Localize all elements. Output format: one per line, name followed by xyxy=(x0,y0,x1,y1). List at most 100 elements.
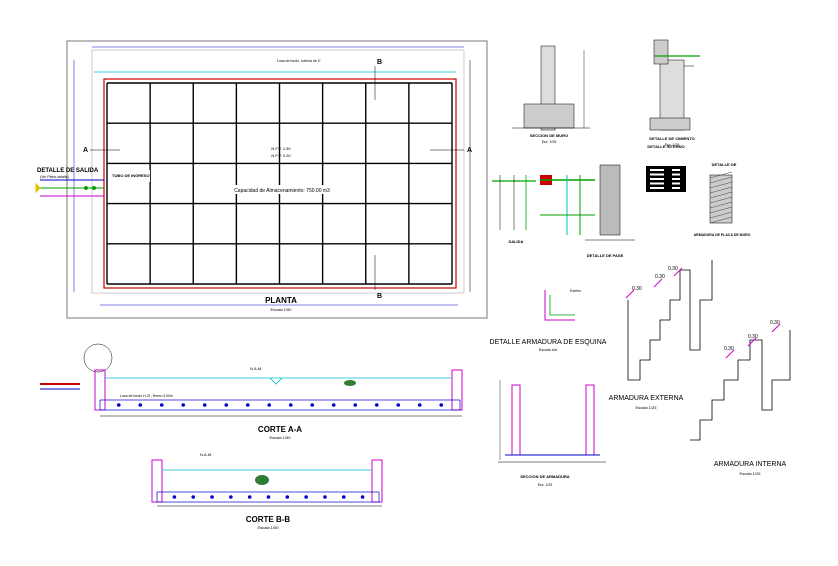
cut-tick xyxy=(653,278,663,288)
hatch-line xyxy=(709,206,733,214)
schedule-row xyxy=(650,169,664,171)
rebar-dot xyxy=(285,495,290,499)
cut-mark-a-right: A xyxy=(467,147,472,154)
wall-detail-2: DETALLE DE CIMIENTO Esc. 1/25 xyxy=(649,39,700,147)
pipe-detail-wall xyxy=(599,164,621,236)
schedule-row xyxy=(650,178,664,180)
rebar-dot xyxy=(304,495,308,499)
section-b-stone xyxy=(255,475,269,485)
rebar-dot xyxy=(266,495,271,499)
rebar-dot xyxy=(159,403,164,407)
corner-title: DETALLE ARMADURA DE ESQUINA xyxy=(490,339,607,346)
section-b-title: CORTE B-B xyxy=(246,515,291,524)
section-a-slab xyxy=(99,399,461,411)
rebar-dot xyxy=(267,403,272,407)
rebar-dot xyxy=(224,403,229,407)
wall-armature-title: SECCION DE ARMADURA xyxy=(520,474,570,479)
wall-armature-scale: Esc. 1/25 xyxy=(538,483,553,487)
schedule-cell xyxy=(672,178,680,180)
cut-mark-a-left: A xyxy=(83,147,88,154)
cut-tick xyxy=(673,267,683,277)
schedule-sub-title-2: ARMADURA DE PLACA DE MURO xyxy=(694,233,751,237)
tank-outline xyxy=(103,78,457,289)
wall-1-scale: Esc. 1/25 xyxy=(542,140,557,144)
hatch-line xyxy=(709,216,733,224)
schedule-row xyxy=(650,173,664,176)
wall-armature-section: SECCION DE ARMADURA Esc. 1/25 xyxy=(498,380,606,487)
cut-mark-b-top: B xyxy=(377,59,382,66)
plan-scale: Escala 1/50 xyxy=(271,307,293,312)
schedule-row xyxy=(650,182,664,185)
cut-tick xyxy=(747,337,757,347)
hatch-line xyxy=(709,211,733,219)
internal-armature-title: ARMADURA INTERNA xyxy=(714,461,787,468)
rebar-dot xyxy=(374,403,379,407)
cut-mark-b-bottom: B xyxy=(377,293,382,300)
cut-tick xyxy=(625,289,635,299)
schedule-cell xyxy=(672,182,680,185)
rebar-dot xyxy=(341,495,346,499)
rebar-dot xyxy=(116,403,121,407)
hatch-line xyxy=(709,201,733,209)
plan-center-label-1: N.F.P. 1.50 xyxy=(271,146,291,151)
rebar-dot xyxy=(245,403,250,407)
section-b-right-wall xyxy=(371,459,383,503)
section-b-water-label: N.A.M. xyxy=(200,452,212,457)
rebar-dot xyxy=(353,403,358,407)
plan-title: PLANTA xyxy=(265,296,297,305)
hatched-column: DETALLE DE ARMADURA DE PLACA DE MURO xyxy=(694,162,751,237)
rebar-dot xyxy=(138,403,143,407)
section-a-right-wall xyxy=(451,369,463,411)
section-a-water-label: N.A.M. xyxy=(250,366,262,371)
section-b-slab xyxy=(156,491,380,503)
schedule-table: DETALLE INTERNO xyxy=(646,144,686,192)
schedule-rows xyxy=(650,169,680,189)
rebar-dot xyxy=(247,495,252,499)
hatch-line xyxy=(709,181,733,189)
external-armature-title: ARMADURA EXTERNA xyxy=(609,395,684,402)
rebar-dot xyxy=(229,495,233,499)
rebar-dot xyxy=(210,495,214,499)
corner-detail: Estribo DETALLE ARMADURA DE ESQUINA Esca… xyxy=(490,289,607,352)
hatch-line xyxy=(709,196,733,204)
plan-outer-line xyxy=(91,49,465,294)
dim-label-6: 0.30 xyxy=(770,320,780,326)
internal-armature-profile xyxy=(690,330,791,441)
schedule-cell xyxy=(672,169,680,171)
section-a-rebars xyxy=(116,403,444,407)
cut-tick xyxy=(725,349,735,359)
rebar-dot xyxy=(191,495,196,499)
pipe-title: SALIDA xyxy=(509,239,524,244)
detail-outlet-sublabel: (Ver Plano detalle) xyxy=(40,175,69,179)
rebar-dot xyxy=(172,495,177,499)
detail-outlet-label: DETALLE DE SALIDA xyxy=(37,168,99,174)
external-armature-profile xyxy=(627,260,713,381)
plan-grid xyxy=(106,82,453,285)
corner-scale: Escala s/e xyxy=(539,347,558,352)
cut-tick xyxy=(771,323,781,333)
rebar-dot xyxy=(396,403,401,407)
wall-detail-1: SECCION DE MURO Esc. 1/25 xyxy=(512,45,590,144)
dim-label-4: 0.30 xyxy=(724,346,734,352)
wall-1-title: SECCION DE MURO xyxy=(530,133,568,138)
corner-note: Estribo xyxy=(570,289,581,293)
external-armature-scale: Escala 1/25 xyxy=(636,405,658,410)
section-b-b: N.A.M. CORTE B-B Escala 1/50 xyxy=(151,452,383,530)
section-a-bottom-note: Losa de fondo H-21, Hmm=3.00m xyxy=(120,394,173,398)
rebar-dot xyxy=(331,403,336,407)
hatch-line xyxy=(709,171,733,179)
section-b-scale: Escala 1/50 xyxy=(258,525,280,530)
rebar-dot xyxy=(417,403,422,407)
rebar-dot xyxy=(288,403,293,407)
capacity-label: Capacidad de Almacenamiento: 750.00 m3 xyxy=(234,188,330,194)
rebar-dot xyxy=(202,403,207,407)
dim-label-1: 0.30 xyxy=(632,286,642,292)
section-a-stone xyxy=(344,380,356,386)
schedule-cell xyxy=(672,187,680,189)
plan-view: DETALLE DE SALIDA (Ver Plano detalle) TU… xyxy=(35,40,488,319)
schedule-cell xyxy=(672,173,680,176)
dim-label-2: 0.30 xyxy=(655,274,665,280)
hatch-line xyxy=(709,186,733,194)
internal-armature: ARMADURA INTERNA Escala 1/25 xyxy=(690,323,791,476)
pipe-detail: SALIDA DETALLE DE PASE xyxy=(492,164,635,258)
